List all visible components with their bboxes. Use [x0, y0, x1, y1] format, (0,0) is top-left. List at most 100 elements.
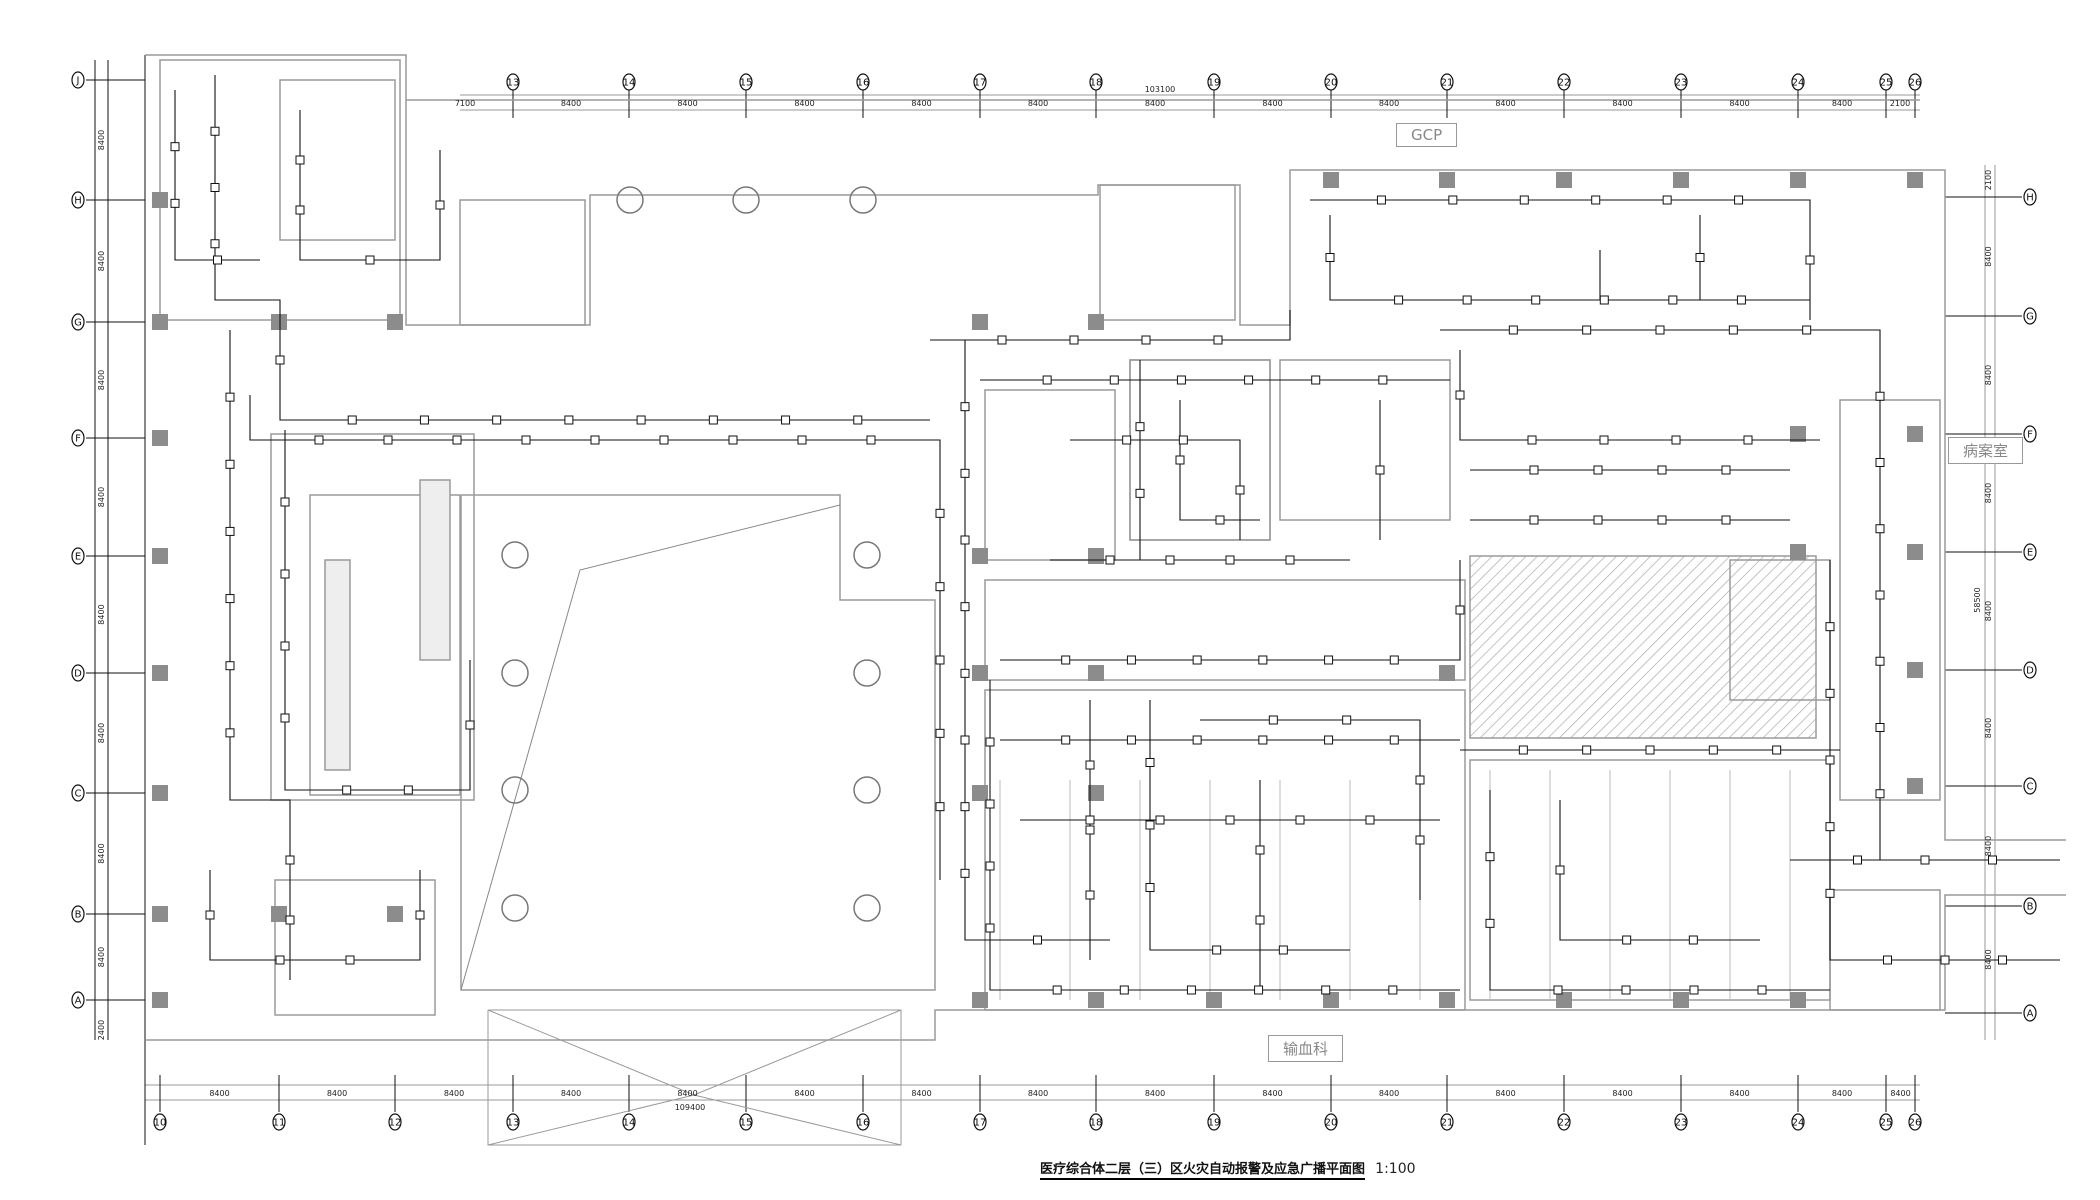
column	[1907, 426, 1923, 442]
smoke-detector-icon	[960, 602, 970, 612]
dimension-text: 8400	[1028, 1089, 1048, 1098]
smoke-detector-icon	[1518, 745, 1528, 755]
smoke-detector-icon	[1689, 985, 1699, 995]
smoke-detector-icon	[1875, 723, 1885, 732]
room-block	[1279, 359, 1451, 521]
smoke-detector-icon	[1042, 375, 1052, 385]
column	[1206, 992, 1222, 1008]
grid-col-13-bottom-bubble	[506, 1113, 520, 1131]
room-block	[1129, 359, 1271, 541]
round-column	[501, 776, 529, 804]
column	[271, 906, 287, 922]
dimension-text: 8400	[97, 723, 106, 743]
wiring-run	[229, 330, 291, 980]
smoke-detector-icon	[1085, 825, 1095, 835]
grid-col-20-bottom-bubble	[1324, 1113, 1338, 1131]
wiring-run	[1200, 719, 1421, 900]
dimension-text: 8400	[1832, 99, 1852, 108]
grid-col-25-top-label: 25	[1880, 78, 1893, 89]
grid-col-21-top-label: 21	[1441, 78, 1454, 89]
smoke-detector-icon	[1052, 985, 1062, 995]
smoke-detector-icon	[1920, 855, 1930, 865]
wiring-run	[1329, 215, 1810, 301]
grid-col-22-top-label: 22	[1558, 78, 1571, 89]
smoke-detector-icon	[403, 785, 413, 795]
clinic-rooms-east	[1469, 759, 1831, 1001]
dimension-text: 8400	[1028, 99, 1048, 108]
column	[972, 665, 988, 681]
grid-col-18-top-label: 18	[1090, 78, 1103, 89]
column	[152, 906, 168, 922]
wiring-run	[1489, 790, 1830, 991]
grid-row-B-right-bubble	[2023, 897, 2037, 915]
round-column	[732, 186, 760, 214]
smoke-detector-icon	[225, 594, 235, 604]
column	[1439, 172, 1455, 188]
smoke-detector-icon	[1213, 335, 1223, 345]
smoke-detector-icon	[1645, 745, 1655, 755]
dimension-text: 8400	[1890, 1089, 1910, 1098]
smoke-detector-icon	[1593, 515, 1603, 525]
grid-row-H-right-label: H	[2026, 193, 2034, 204]
smoke-detector-icon	[590, 435, 600, 445]
room-label-medical-records: 病案室	[1948, 437, 2024, 464]
smoke-detector-icon	[1186, 985, 1196, 995]
smoke-detector-icon	[781, 415, 791, 425]
dimension-text: 8400	[444, 1089, 464, 1098]
atrium-void	[460, 494, 936, 991]
grid-col-26-bottom-bubble	[1908, 1113, 1922, 1131]
fire-alarm-wiring	[174, 75, 2060, 991]
building-walls	[145, 54, 2066, 1146]
grid-row-D-right-bubble	[2023, 661, 2037, 679]
grid-row-C-right-bubble	[2023, 777, 2037, 795]
smoke-detector-icon	[419, 415, 429, 425]
smoke-detector-icon	[1033, 935, 1042, 945]
smoke-detector-icon	[960, 468, 970, 478]
smoke-detector-icon	[1141, 335, 1151, 345]
grid-row-B-left-label: B	[75, 910, 82, 921]
smoke-detector-icon	[285, 915, 295, 925]
column	[972, 992, 988, 1008]
grid-row-G-right-label: G	[2026, 312, 2034, 323]
smoke-detector-icon	[636, 415, 646, 425]
smoke-detector-icon	[1743, 435, 1753, 445]
smoke-detector-icon	[1593, 465, 1603, 475]
column	[152, 992, 168, 1008]
smoke-detector-icon	[1853, 855, 1862, 865]
grid-row-D-left-bubble	[71, 664, 85, 682]
grid-col-22-bottom-label: 22	[1558, 1118, 1571, 1129]
dimension-text: 8400	[1984, 718, 1993, 738]
smoke-detector-icon	[1389, 655, 1399, 665]
round-column	[853, 659, 881, 687]
smoke-detector-icon	[1268, 715, 1278, 725]
grid-col-16-top-bubble	[856, 73, 870, 91]
grid-row-A-right-label: A	[2027, 1009, 2034, 1020]
smoke-detector-icon	[280, 713, 290, 723]
smoke-detector-icon	[866, 435, 876, 445]
smoke-detector-icon	[1324, 735, 1334, 745]
canopy-outline	[487, 1009, 902, 1146]
grid-col-17-top-bubble	[973, 73, 987, 91]
grid-row-D-left-label: D	[74, 669, 82, 680]
column	[1323, 992, 1339, 1008]
smoke-detector-icon	[225, 392, 235, 402]
dimension-text: 2100	[1984, 170, 1993, 190]
smoke-detector-icon	[1529, 515, 1539, 525]
grid-row-E-right-label: E	[2027, 548, 2033, 559]
smoke-detector-icon	[280, 497, 290, 507]
dimension-text: 8400	[1495, 99, 1515, 108]
dimension-text: 8400	[97, 843, 106, 863]
dimension-text: 8400	[327, 1089, 347, 1098]
column	[1907, 778, 1923, 794]
grid-col-19-top-bubble	[1207, 73, 1221, 91]
grid-col-19-bottom-bubble	[1207, 1113, 1221, 1131]
round-column	[853, 541, 881, 569]
smoke-detector-icon	[1940, 955, 1950, 965]
grid-row-B-right-label: B	[2027, 902, 2034, 913]
dimension-text: 8400	[561, 1089, 581, 1098]
clinic-rooms	[984, 689, 1466, 1011]
column	[1673, 172, 1689, 188]
grid-col-18-bottom-label: 18	[1090, 1118, 1103, 1129]
smoke-detector-icon	[1734, 195, 1744, 205]
grid-row-H-left-bubble	[71, 191, 85, 209]
